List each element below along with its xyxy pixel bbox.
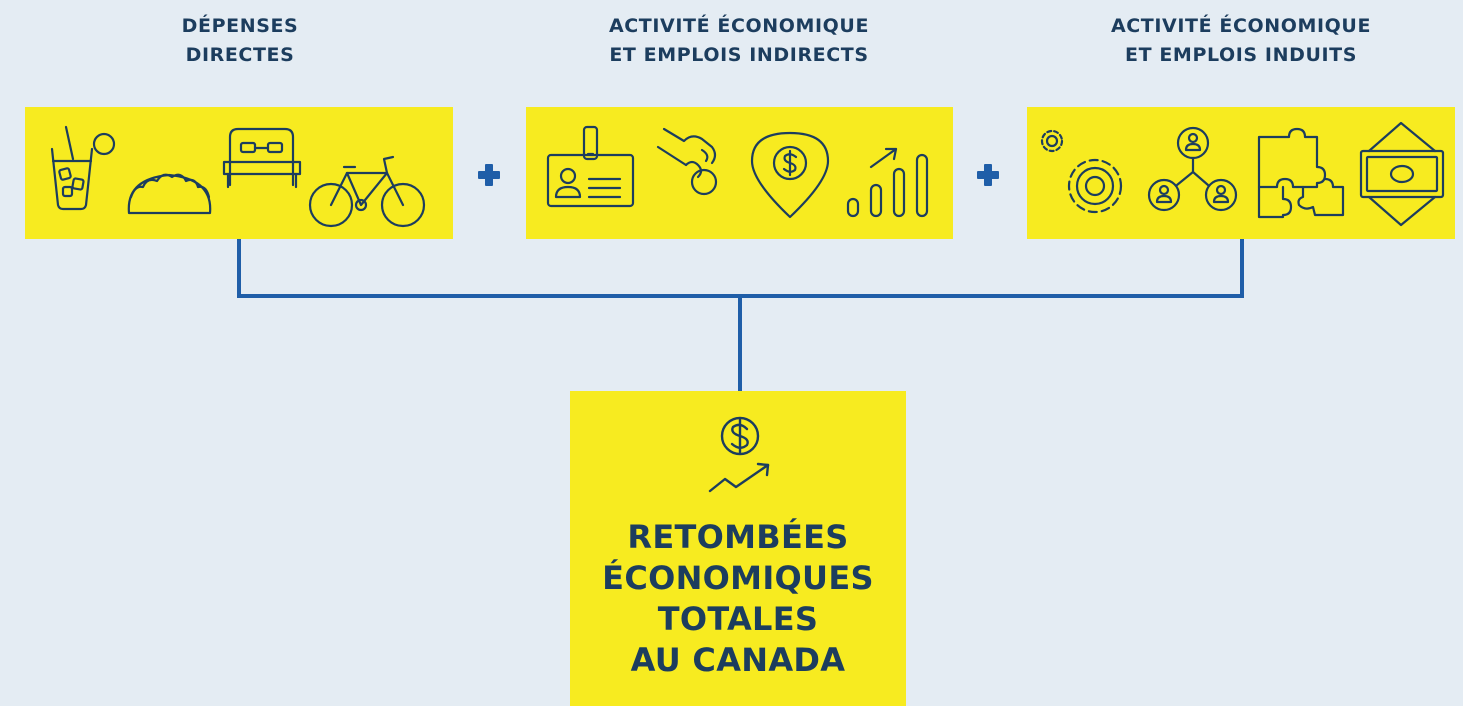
banknote-icon bbox=[1359, 121, 1445, 227]
plus-operator-1 bbox=[478, 164, 500, 186]
heading-induced-activity: ACTIVITÉ ÉCONOMIQUE ET EMPLOIS INDUITS bbox=[1041, 12, 1441, 70]
heading-direct-spending: DÉPENSES DIRECTES bbox=[40, 12, 440, 70]
heading-indirect-line-1: ACTIVITÉ ÉCONOMIQUE bbox=[608, 15, 870, 37]
result-line-2: ÉCONOMIQUES bbox=[602, 559, 874, 597]
result-line-1: RETOMBÉES bbox=[627, 518, 849, 556]
gears-icon bbox=[1040, 129, 1123, 214]
heading-indirect-line-2: ET EMPLOIS INDIRECTS bbox=[609, 44, 869, 66]
heading-induced-line-1: ACTIVITÉ ÉCONOMIQUE bbox=[1110, 15, 1372, 37]
total-impact-label: RETOMBÉES ÉCONOMIQUES TOTALES AU CANADA bbox=[570, 517, 906, 681]
heading-direct-line-2: DIRECTES bbox=[185, 44, 295, 66]
heading-indirect-activity: ACTIVITÉ ÉCONOMIQUE ET EMPLOIS INDIRECTS bbox=[539, 12, 939, 70]
plus-operator-2 bbox=[977, 164, 999, 186]
bed-icon bbox=[222, 127, 302, 189]
dollar-growth-icon bbox=[708, 416, 770, 493]
drink-icon bbox=[50, 125, 116, 211]
direct-spending-box bbox=[25, 107, 453, 239]
bicycle-icon bbox=[308, 155, 426, 228]
growth-bars-icon bbox=[846, 147, 929, 218]
result-line-4: AU CANADA bbox=[630, 641, 846, 679]
indirect-activity-box bbox=[526, 107, 953, 239]
induced-activity-box bbox=[1027, 107, 1455, 239]
result-line-3: TOTALES bbox=[657, 600, 819, 638]
heading-induced-line-2: ET EMPLOIS INDUITS bbox=[1125, 44, 1357, 66]
total-impact-box: RETOMBÉES ÉCONOMIQUES TOTALES AU CANADA bbox=[570, 391, 906, 706]
taco-icon bbox=[127, 173, 212, 215]
location-dollar-icon bbox=[750, 131, 830, 219]
id-badge-icon bbox=[546, 125, 635, 208]
heading-direct-line-1: DÉPENSES bbox=[181, 15, 299, 37]
hand-coin-icon bbox=[656, 127, 718, 196]
puzzle-icon bbox=[1257, 127, 1345, 219]
people-network-icon bbox=[1147, 126, 1238, 212]
